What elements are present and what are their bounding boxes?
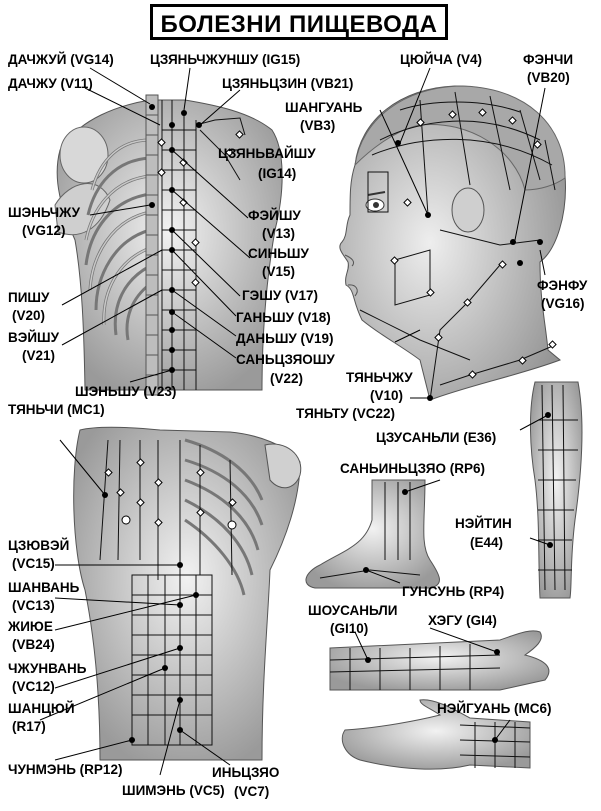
label-feyshu-name: ФЭЙШУ (248, 208, 301, 223)
label-shenshu: ШЭНЬШУ (V23) (75, 384, 177, 399)
head-figure (339, 85, 566, 401)
label-saninstszyao: САНЬИНЬЦЗЯО (RP6) (340, 461, 485, 476)
label-tyanchi: ТЯНЬЧИ (MC1) (8, 402, 105, 417)
label-shenchzhu-code: (VG12) (22, 223, 66, 238)
label-tszyantszin: ЦЗЯНЬЦЗИН (VB21) (222, 76, 354, 91)
label-danshu: ДАНЬШУ (V19) (236, 331, 334, 346)
label-tyanchzhu-name: ТЯНЬЧЖУ (346, 370, 413, 385)
label-pishu-name: ПИШУ (8, 290, 50, 305)
back-figure (54, 94, 283, 396)
label-fenfu-name: ФЭНФУ (537, 278, 588, 293)
label-dachzhuy: ДАЧЖУЙ (VG14) (8, 52, 114, 67)
foot-figure (305, 479, 440, 589)
label-tyantu: ТЯНЬТУ (VC22) (296, 406, 396, 421)
label-hegu: ХЭГУ (GI4) (428, 613, 497, 628)
title-frame: БОЛЕЗНИ ПИЩЕВОДА (150, 4, 448, 40)
label-neytin-code: (E44) (470, 535, 504, 550)
label-ganshu: ГАНЬШУ (V18) (236, 310, 331, 325)
label-tszyuvey-name: ЦЗЮВЭЙ (8, 538, 70, 553)
head-leader-lines (379, 67, 546, 399)
label-inrtszyao-code: (VC7) (234, 784, 270, 799)
label-shanvan-name: ШАНВАНЬ (8, 580, 80, 595)
label-fenchi-name: ФЭНЧИ (523, 52, 574, 67)
label-santszyaoshu-name: САНЬЦЗЯОШУ (236, 352, 335, 367)
lower-leg-figure (530, 381, 583, 599)
label-geshu: ГЭШУ (V17) (242, 288, 318, 303)
label-shanguan-name: ШАНГУАНЬ (285, 100, 363, 115)
label-tyanchzhu-code: (V10) (370, 388, 404, 403)
label-gunsun: ГУНСУНЬ (RP4) (402, 584, 505, 599)
label-zhiyue-code: (VB24) (12, 637, 55, 652)
label-tszyanchzhunshu: ЦЗЯНЬЧЖУНШУ (IG15) (150, 52, 301, 67)
label-fenfu-code: (VG16) (541, 296, 585, 311)
label-chzhunvan-code: (VC12) (12, 679, 55, 694)
label-tszyanvayshu-name: ЦЗЯНЬВАЙШУ (218, 146, 316, 161)
torso-leader-lines (39, 439, 231, 776)
label-pishu-code: (V20) (12, 308, 46, 323)
label-shousanli-name: ШОУСАНЬЛИ (308, 603, 398, 618)
label-zhiyue-name: ЖИЮЕ (8, 619, 53, 634)
label-shanguan-code: (VB3) (300, 118, 336, 133)
label-santszyaoshu-code: (V22) (270, 371, 304, 386)
label-sinshu-name: СИНЬШУ (248, 246, 309, 261)
label-veyshu-code: (V21) (22, 348, 56, 363)
limb-leader-lines (354, 414, 551, 741)
label-shanvan-code: (VC13) (12, 598, 55, 613)
label-dachzhu: ДАЧЖУ (V11) (8, 76, 93, 91)
back-leader-lines (61, 67, 251, 383)
forearm-palm-figure (341, 699, 531, 770)
label-sinshu-code: (V15) (262, 264, 296, 279)
label-shenchzhu-name: ШЭНЬЧЖУ (8, 205, 81, 220)
label-neytin-name: НЭЙТИН (455, 516, 512, 531)
label-veyshu-name: ВЭЙШУ (8, 330, 60, 345)
label-tsyuycha: ЦЮЙЧА (V4) (400, 52, 482, 67)
label-feyshu-code: (V13) (262, 226, 296, 241)
label-shimen: ШИМЭНЬ (VC5) (122, 783, 225, 798)
label-inrtszyao-name: ИНЬЦЗЯО (212, 765, 280, 780)
label-fenchi-code: (VB20) (527, 70, 570, 85)
label-shantsyuy-code: (R17) (12, 719, 46, 734)
label-chunmen: ЧУНМЭНЬ (RP12) (8, 762, 123, 777)
front-torso-figure (73, 426, 302, 761)
label-tszusanli: ЦЗУСАНЬЛИ (E36) (376, 430, 497, 445)
label-shousanli-code: (GI10) (330, 621, 369, 636)
forearm-back-figure (329, 630, 550, 691)
label-neyguan: НЭЙГУАНЬ (MC6) (437, 701, 552, 716)
label-tszyuvey-code: (VC15) (12, 556, 55, 571)
label-shantsyuy-name: ШАНЦЮЙ (8, 701, 75, 716)
page-title: БОЛЕЗНИ ПИЩЕВОДА (160, 11, 438, 38)
label-chzhunvan-name: ЧЖУНВАНЬ (8, 661, 87, 676)
label-tszyanvayshu-code: (IG14) (258, 166, 297, 181)
